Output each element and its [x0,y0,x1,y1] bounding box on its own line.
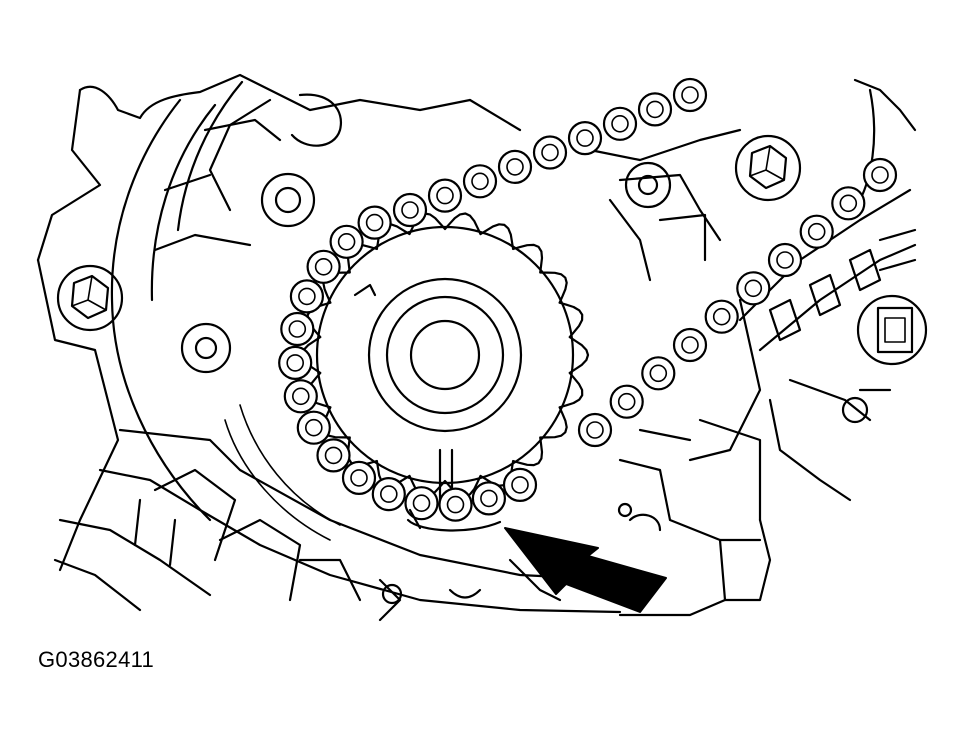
chain-link [862,157,898,193]
chain-link [471,481,506,516]
chain-link [392,192,428,228]
chain-link [341,460,377,495]
hex-bolt-right [734,134,802,202]
chain-link [577,412,613,448]
chain-link [371,477,406,512]
chain-link [502,467,538,502]
chain-link [602,106,638,141]
chain-link [672,327,708,363]
chain-link [316,438,351,473]
chain-link [567,121,603,156]
chain-link [278,345,313,380]
timing-mark-link [406,508,502,532]
chain-link [497,149,533,184]
chain-guide [738,188,917,352]
chain-link [637,92,673,127]
engine-block-outline [36,73,917,622]
chain-link [438,487,473,522]
chain-link [296,410,331,445]
bolt-holes [180,161,869,605]
chain-link [280,311,315,347]
chain-link [357,205,392,240]
pointer-arrow [504,527,667,613]
chain-link [704,299,739,334]
chain-link [283,379,318,414]
chain-link [672,77,708,113]
chain-link [799,214,834,249]
camshaft-end-right [856,294,928,366]
hex-bolt-left [56,264,124,332]
chain-link [427,178,463,213]
figure-id-label: G03862411 [38,647,155,672]
chain-link [404,486,439,521]
chain-link [306,249,341,284]
chain-link [767,242,803,278]
chain-link [609,384,644,419]
chain-link [289,279,324,314]
chain-link [462,164,498,199]
chain-link [329,224,364,259]
chain-link [736,271,771,306]
timing-chain [278,77,898,522]
chain-link [831,186,866,221]
chain-link [641,356,676,391]
chain-link [532,135,568,170]
